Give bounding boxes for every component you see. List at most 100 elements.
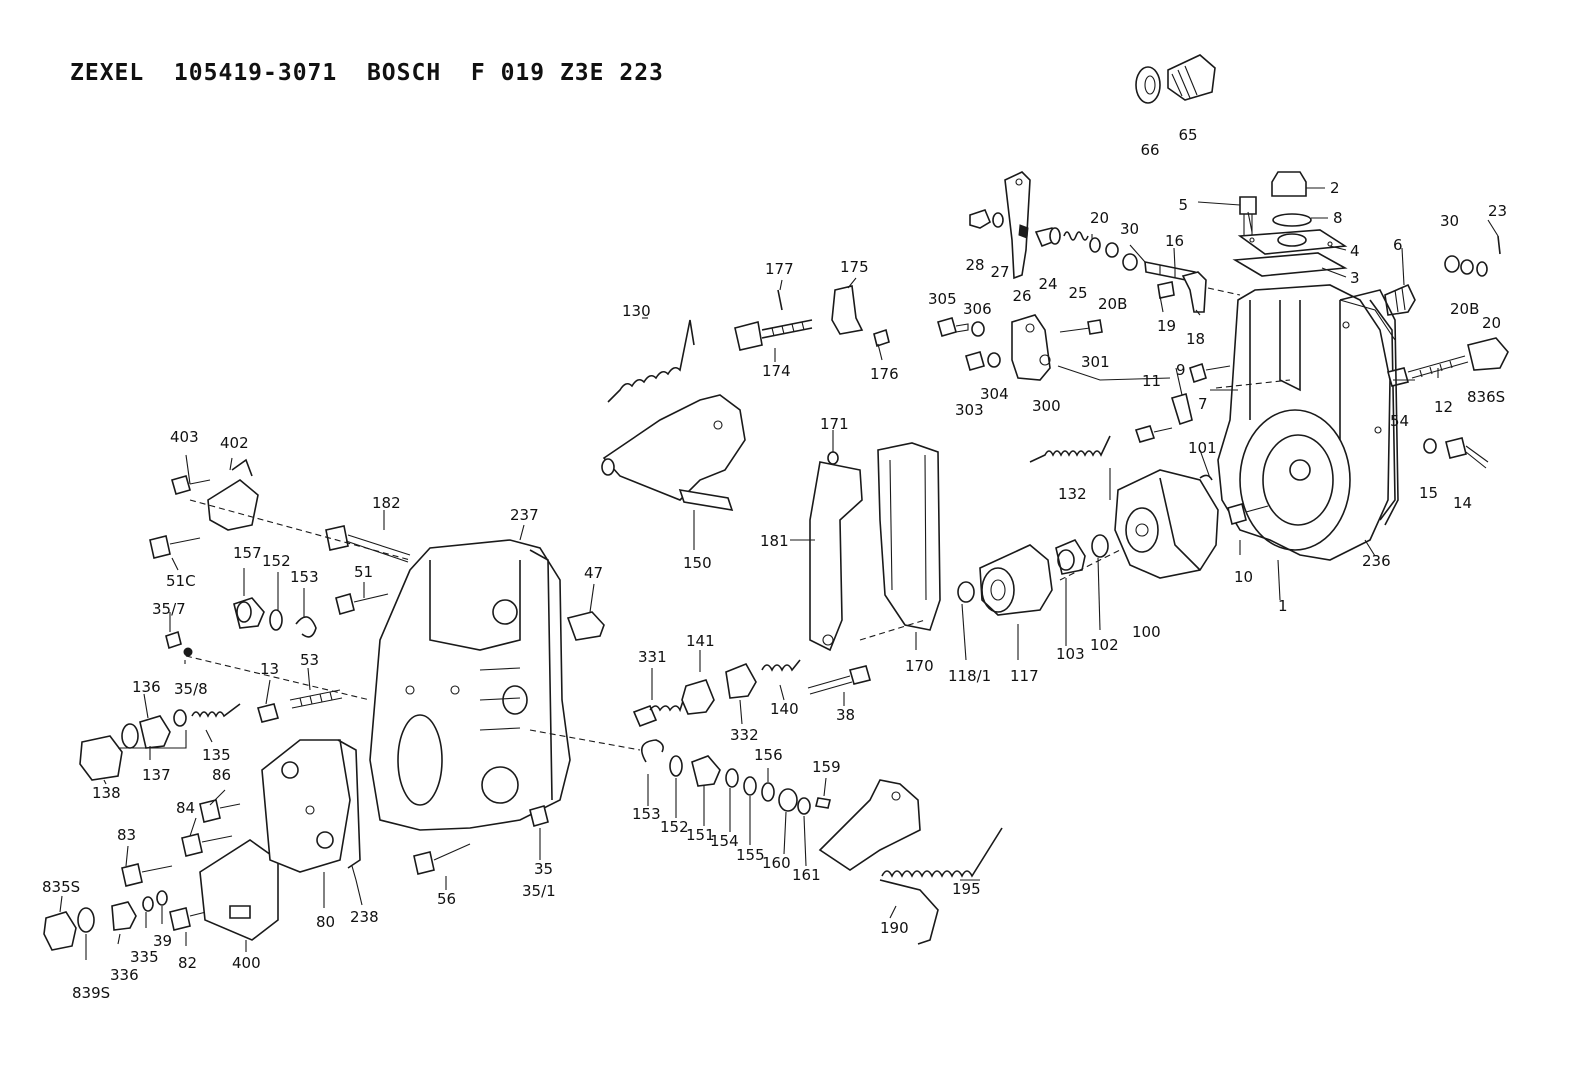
callout-label: 152	[262, 552, 291, 570]
part-174-adjuster	[734, 319, 813, 351]
callout-label: 190	[880, 919, 909, 937]
callout-label: 14	[1453, 494, 1472, 512]
part-39-washer	[156, 890, 168, 906]
part-3-gasket	[1232, 252, 1348, 277]
callout-label: 23	[1488, 202, 1507, 220]
part-140-spring	[761, 659, 801, 672]
callout-label: 152	[660, 818, 689, 836]
callout-label: 175	[840, 258, 869, 276]
callout-label: 174	[762, 362, 791, 380]
callout-label: 117	[1010, 667, 1039, 685]
callout-label: 35	[534, 860, 553, 878]
callout-label: 12	[1434, 398, 1453, 416]
part-190-lever	[818, 779, 939, 945]
callout-label: 7	[1198, 395, 1208, 413]
callout-label: 26	[1012, 287, 1031, 305]
part-141-nut	[681, 679, 715, 715]
part-303-nut	[965, 351, 985, 371]
part-30-washer-left	[1122, 253, 1138, 271]
callout-label: 24	[1038, 275, 1057, 293]
callout-label: 153	[290, 568, 319, 586]
part-56-bolt	[413, 843, 471, 875]
callout-label: 151	[686, 826, 715, 844]
callout-label: 154	[710, 832, 739, 850]
callout-label: 195	[952, 880, 981, 898]
callout-label: 9	[1176, 361, 1186, 379]
part-18-fork	[1181, 271, 1207, 313]
part-161-washer	[797, 797, 811, 815]
callout-label: 80	[316, 913, 335, 931]
callout-labels: 65 66 2 8 5 4 3 23 30 20B 20 6 28 27 26 …	[42, 126, 1507, 1002]
part-306-washer	[971, 321, 985, 337]
part-66-washer	[1135, 66, 1161, 104]
part-4-cover	[1237, 229, 1348, 255]
callout-label: 161	[792, 866, 821, 884]
part-23-pin	[1497, 235, 1501, 255]
part-20-washer-left	[1089, 237, 1101, 253]
part-118-1-ring	[957, 581, 975, 603]
callout-label: 13	[260, 660, 279, 678]
callout-label: 82	[178, 954, 197, 972]
part-304-washer	[987, 352, 1001, 368]
callout-label: 18	[1186, 330, 1205, 348]
callout-label: 402	[220, 434, 249, 452]
callout-label: 51C	[166, 572, 196, 590]
part-28-nut	[969, 209, 992, 229]
callout-label: 118/1	[948, 667, 991, 685]
part-20B-washer-left	[1105, 242, 1119, 258]
callout-label: 839S	[72, 984, 110, 1002]
callout-label: 83	[117, 826, 136, 844]
part-403-screw	[171, 475, 211, 495]
callout-label: 2	[1330, 179, 1340, 197]
callout-label: 160	[762, 854, 791, 872]
part-1-governor-housing	[1217, 284, 1396, 561]
part-154-washer	[725, 768, 739, 788]
part-156-washer	[761, 782, 775, 802]
callout-label: 306	[963, 300, 992, 318]
callout-label: 20B	[1450, 300, 1479, 318]
callout-label: 54	[1390, 412, 1409, 430]
part-150-lever-shaft	[601, 394, 746, 512]
part-47-plug	[566, 611, 605, 641]
callout-label: 403	[170, 428, 199, 446]
part-5-bolt	[1239, 196, 1257, 239]
part-132-spring	[1029, 435, 1111, 463]
callout-label: 103	[1056, 645, 1085, 663]
part-238-gasket	[337, 739, 361, 869]
part-13-nut	[257, 703, 279, 723]
callout-label: 132	[1058, 485, 1087, 503]
callout-label: 332	[730, 726, 759, 744]
callout-label: 53	[300, 651, 319, 669]
callout-label: 56	[437, 890, 456, 908]
callout-label: 10	[1234, 568, 1253, 586]
part-177-pin	[777, 289, 783, 311]
part-20-washer-right	[1476, 261, 1488, 277]
part-101-clip	[1199, 474, 1213, 481]
part-332-nut	[725, 662, 757, 699]
part-86-bolt	[199, 799, 241, 823]
part-160-bushing	[778, 788, 798, 812]
part-20B-washer-right	[1460, 259, 1474, 275]
part-117-sleeve	[979, 544, 1053, 616]
callout-label: 157	[233, 544, 262, 562]
callout-label: 20B	[1098, 295, 1127, 313]
part-836S-cap	[1467, 337, 1509, 371]
part-152-ring-left	[269, 609, 283, 631]
part-8-o-ring	[1272, 213, 1312, 227]
part-157-sleeve	[233, 597, 265, 629]
part-53-stud	[289, 689, 343, 709]
callout-label: 101	[1188, 439, 1217, 457]
callout-label: 303	[955, 401, 984, 419]
callout-label: 19	[1157, 317, 1176, 335]
part-54-nut	[1387, 367, 1409, 387]
part-305-bolt	[937, 317, 969, 337]
part-331-spring-assembly	[632, 697, 685, 728]
callout-label: 6	[1393, 236, 1403, 254]
part-6-plug	[1384, 283, 1416, 316]
part-80-cover	[261, 739, 351, 873]
part-130-spring	[607, 319, 695, 403]
part-35-8-washer	[183, 647, 193, 657]
part-400-bracket	[199, 839, 279, 941]
callout-label: 176	[870, 365, 899, 383]
part-336-nut	[111, 901, 137, 931]
